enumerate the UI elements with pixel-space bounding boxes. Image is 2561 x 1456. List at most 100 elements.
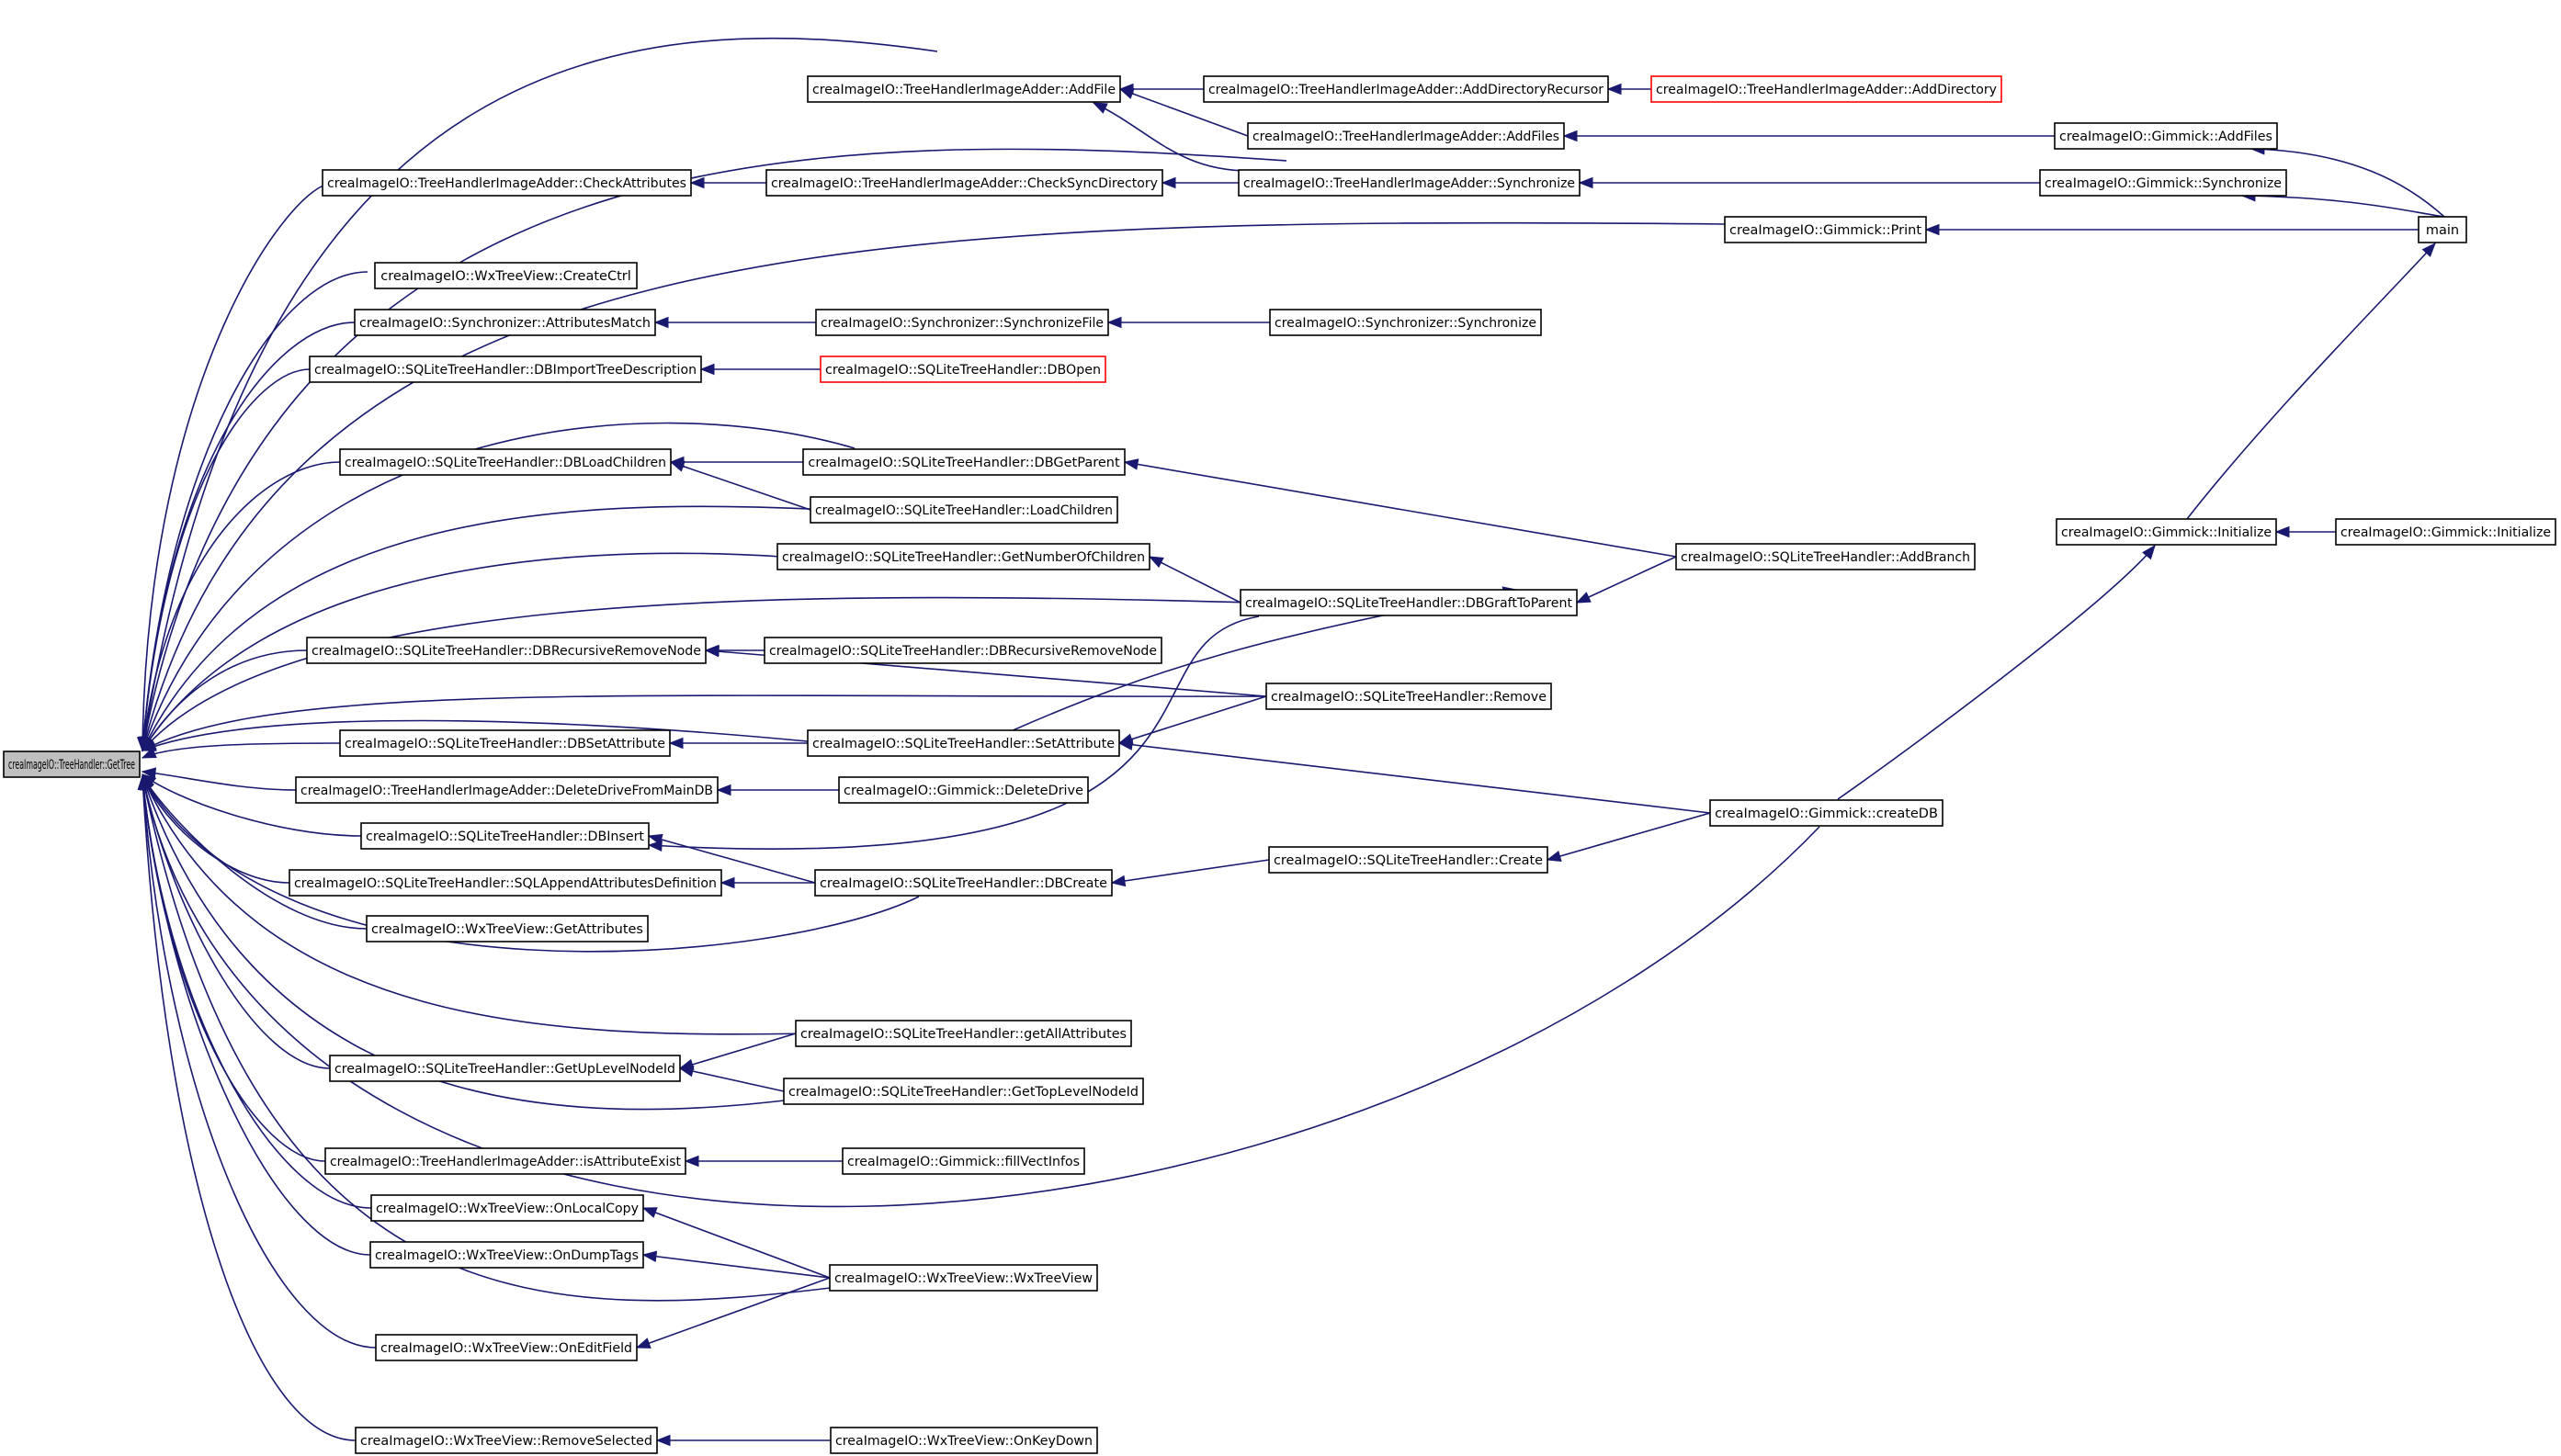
node-addbranch[interactable]: creaImageIO::SQLiteTreeHandler::AddBranc… xyxy=(1675,543,1976,570)
node-box xyxy=(355,1427,658,1454)
node-label: creaImageIO::SQLiteTreeHandler::SQLAppen… xyxy=(294,876,717,891)
node-box xyxy=(289,869,722,897)
node-getuplevel[interactable]: creaImageIO::SQLiteTreeHandler::GetUpLev… xyxy=(329,1055,681,1082)
edge-line xyxy=(2250,148,2445,218)
node-g_init[interactable]: creaImageIO::Gimmick::Initialize xyxy=(2056,518,2277,546)
edge-arrowhead xyxy=(1546,850,1562,862)
edge-line xyxy=(642,1254,831,1279)
node-g_createdb[interactable]: creaImageIO::Gimmick::createDB xyxy=(1709,799,1943,827)
edge-line xyxy=(1118,742,1711,814)
node-tsync[interactable]: creaImageIO::TreeHandlerImageAdder::Sync… xyxy=(1238,169,1581,197)
node-dbloadchildren[interactable]: creaImageIO::SQLiteTreeHandler::DBLoadCh… xyxy=(339,448,672,476)
edge-arrowhead xyxy=(635,1337,652,1349)
edge-line xyxy=(142,368,311,751)
node-g_deldrive[interactable]: creaImageIO::Gimmick::DeleteDrive xyxy=(838,776,1089,804)
node-createctrl[interactable]: creaImageIO::WxTreeView::CreateCtrl xyxy=(374,262,638,289)
node-box xyxy=(776,543,1150,570)
node-box xyxy=(370,1194,644,1222)
node-dbrecrem2[interactable]: creaImageIO::SQLiteTreeHandler::DBRecurs… xyxy=(764,637,1162,664)
edge-arrowhead xyxy=(641,1250,658,1262)
edge-arrowhead xyxy=(1117,739,1134,751)
node-syncsync[interactable]: creaImageIO::Synchronizer::Synchronize xyxy=(1269,309,1542,336)
node-dbsetattr[interactable]: creaImageIO::SQLiteTreeHandler::DBSetAtt… xyxy=(339,729,671,757)
edge-line xyxy=(670,461,811,511)
node-dbcreate[interactable]: creaImageIO::SQLiteTreeHandler::DBCreate xyxy=(814,869,1113,897)
node-checkattr[interactable]: creaImageIO::TreeHandlerImageAdder::Chec… xyxy=(322,169,692,197)
node-removeselected[interactable]: creaImageIO::WxTreeView::RemoveSelected xyxy=(355,1427,658,1454)
node-label: creaImageIO::TreeHandlerImageAdder::AddD… xyxy=(1208,83,1603,97)
node-g_fillvect[interactable]: creaImageIO::Gimmick::fillVectInfos xyxy=(842,1147,1085,1175)
node-dbgraft[interactable]: creaImageIO::SQLiteTreeHandler::DBGraftT… xyxy=(1240,589,1578,616)
edge-addfiles-to-addfile xyxy=(1118,88,1249,137)
node-remove[interactable]: creaImageIO::SQLiteTreeHandler::Remove xyxy=(1265,683,1552,710)
node-g_print[interactable]: creaImageIO::Gimmick::Print xyxy=(1724,216,1927,243)
node-onkeydown[interactable]: creaImageIO::WxTreeView::OnKeyDown xyxy=(830,1427,1098,1454)
node-gettoplevel[interactable]: creaImageIO::SQLiteTreeHandler::GetTopLe… xyxy=(783,1078,1144,1105)
node-setattr[interactable]: creaImageIO::SQLiteTreeHandler::SetAttri… xyxy=(807,729,1120,757)
node-attrmatch[interactable]: creaImageIO::Synchronizer::AttributesMat… xyxy=(354,309,656,336)
node-dbinsert[interactable]: creaImageIO::SQLiteTreeHandler::DBInsert xyxy=(360,822,650,850)
node-create[interactable]: creaImageIO::SQLiteTreeHandler::Create xyxy=(1268,846,1548,874)
edge-line xyxy=(142,775,920,953)
node-addfiles[interactable]: creaImageIO::TreeHandlerImageAdder::AddF… xyxy=(1247,122,1565,150)
edge-line xyxy=(1837,545,2156,800)
node-label: creaImageIO::WxTreeView::GetAttributes xyxy=(371,922,643,937)
edge-line xyxy=(142,552,782,751)
node-sqlappend[interactable]: creaImageIO::SQLiteTreeHandler::SQLAppen… xyxy=(289,869,722,897)
edge-syncsync-to-syncfile xyxy=(1106,316,1270,329)
node-onlocalcopy[interactable]: creaImageIO::WxTreeView::OnLocalCopy xyxy=(370,1194,644,1222)
node-oneditfield[interactable]: creaImageIO::WxTreeView::OnEditField xyxy=(375,1334,638,1361)
node-box xyxy=(339,448,672,476)
node-getattributes[interactable]: creaImageIO::WxTreeView::GetAttributes xyxy=(366,915,649,942)
edge-line xyxy=(142,322,356,751)
edge-arrowhead xyxy=(689,176,705,189)
node-dbopen[interactable]: creaImageIO::SQLiteTreeHandler::DBOpen xyxy=(820,356,1106,383)
node-g_init2[interactable]: creaImageIO::Gimmick::Initialize xyxy=(2335,518,2556,546)
node-addfile[interactable]: creaImageIO::TreeHandlerImageAdder::AddF… xyxy=(807,75,1121,103)
node-label: creaImageIO::Gimmick::Initialize xyxy=(2340,525,2551,540)
node-label: creaImageIO::SQLiteTreeHandler::DBRecurs… xyxy=(769,644,1157,659)
node-label: creaImageIO::SQLiteTreeHandler::DBGetPar… xyxy=(808,456,1120,470)
edge-line xyxy=(142,775,377,1349)
node-g_sync[interactable]: creaImageIO::Gimmick::Synchronize xyxy=(2039,169,2287,197)
edge-arrowhead xyxy=(1118,88,1135,99)
edge-tsync-to-addfile xyxy=(1092,102,1251,172)
node-ondumptags[interactable]: creaImageIO::WxTreeView::OnDumpTags xyxy=(369,1241,644,1269)
node-box xyxy=(360,822,650,850)
node-adddir[interactable]: creaImageIO::TreeHandlerImageAdder::AddD… xyxy=(1650,75,2002,103)
node-label: creaImageIO::TreeHandlerImageAdder::AddD… xyxy=(1656,83,1997,97)
node-main[interactable]: main xyxy=(2418,216,2467,243)
edge-arrowhead xyxy=(2421,242,2436,257)
node-box xyxy=(1240,589,1578,616)
node-syncfile[interactable]: creaImageIO::Synchronizer::SynchronizeFi… xyxy=(815,309,1109,336)
node-dbgetparent[interactable]: creaImageIO::SQLiteTreeHandler::DBGetPar… xyxy=(802,448,1126,476)
node-getnumchildren[interactable]: creaImageIO::SQLiteTreeHandler::GetNumbe… xyxy=(776,543,1150,570)
node-box xyxy=(329,1055,681,1082)
node-checksync[interactable]: creaImageIO::TreeHandlerImageAdder::Chec… xyxy=(765,169,1163,197)
node-adddirrec[interactable]: creaImageIO::TreeHandlerImageAdder::AddD… xyxy=(1203,75,1609,103)
node-getallattr[interactable]: creaImageIO::SQLiteTreeHandler::getAllAt… xyxy=(795,1020,1132,1047)
node-label: creaImageIO::SQLiteTreeHandler::DBImport… xyxy=(314,363,697,378)
edge-line xyxy=(142,775,331,1069)
node-box xyxy=(1724,216,1927,243)
node-deldrivemain[interactable]: creaImageIO::TreeHandlerImageAdder::Dele… xyxy=(295,776,719,804)
node-label: creaImageIO::Gimmick::Initialize xyxy=(2061,525,2272,540)
edge-syncfile-to-attrmatch xyxy=(653,316,816,329)
node-box xyxy=(807,75,1121,103)
node-label: creaImageIO::TreeHandlerImageAdder::Sync… xyxy=(1243,176,1575,191)
node-box xyxy=(1709,799,1943,827)
node-dbrecrem[interactable]: creaImageIO::SQLiteTreeHandler::DBRecurs… xyxy=(306,637,707,664)
node-box xyxy=(783,1078,1144,1105)
edge-g_addfiles-to-addfiles xyxy=(1562,130,2055,142)
node-dbimport[interactable]: creaImageIO::SQLiteTreeHandler::DBImport… xyxy=(309,356,702,383)
node-g_addfiles[interactable]: creaImageIO::Gimmick::AddFiles xyxy=(2054,122,2278,150)
node-gettree[interactable]: creaImageIO::TreeHandler::GetTree xyxy=(3,751,141,778)
edge-arrowhead xyxy=(141,767,157,779)
node-isattrexist[interactable]: creaImageIO::TreeHandlerImageAdder::isAt… xyxy=(324,1147,686,1175)
edge-line xyxy=(142,649,308,751)
node-loadchildren[interactable]: creaImageIO::SQLiteTreeHandler::LoadChil… xyxy=(810,496,1118,524)
edge-line xyxy=(142,37,938,751)
node-wxtreeview[interactable]: creaImageIO::WxTreeView::WxTreeView xyxy=(829,1264,1098,1292)
node-label: creaImageIO::Gimmick::AddFiles xyxy=(2059,130,2272,144)
edge-dbsetattr-to-gettree xyxy=(141,742,341,759)
